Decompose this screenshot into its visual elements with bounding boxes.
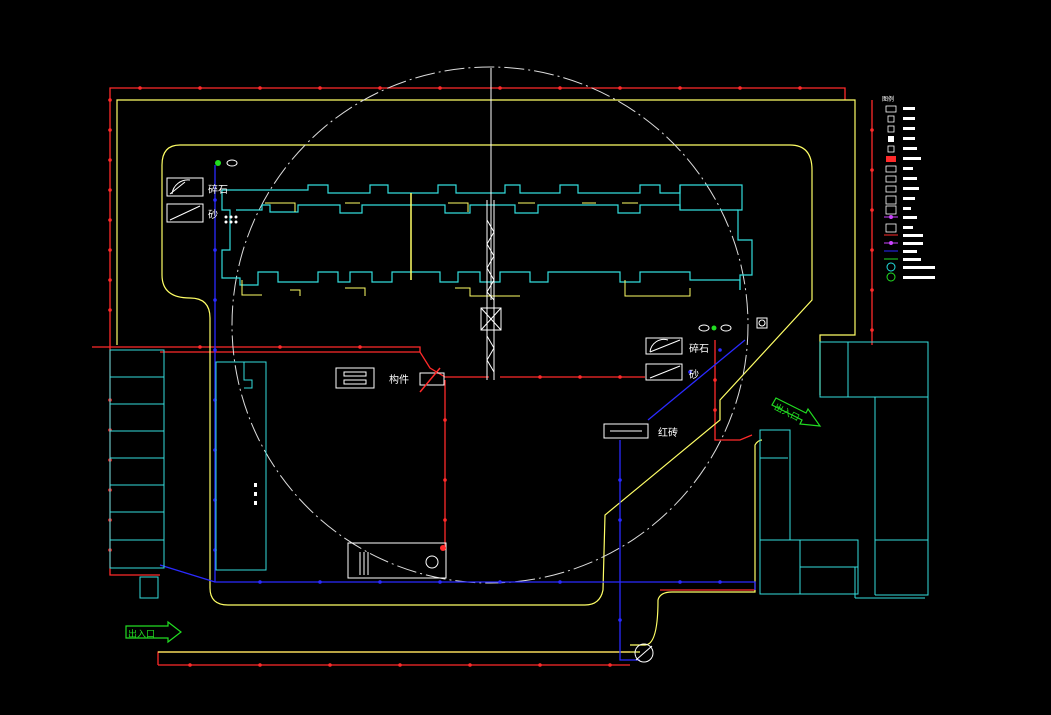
entrance-arrow-bottom <box>125 620 182 644</box>
tower-crane-radius <box>231 66 749 584</box>
concrete-mixer-point <box>440 545 446 551</box>
entrance-arrow-right <box>771 397 822 427</box>
left-dormitory-block <box>109 349 165 599</box>
crushed-stone-label-top: 碎石 <box>208 185 228 196</box>
power-switch-symbol <box>419 367 441 393</box>
fence-posts <box>108 86 874 667</box>
red-brick-label: 红砖 <box>658 428 678 439</box>
legend-title: 图例 <box>882 96 895 103</box>
steel-processing-shed <box>215 361 267 571</box>
components-label: 构件 <box>389 375 409 386</box>
tower-crane <box>480 68 502 380</box>
legend-panel <box>884 105 935 282</box>
right-office-block <box>759 341 929 599</box>
material-hatching <box>224 215 238 224</box>
hydrant-icons <box>226 159 732 332</box>
crushed-stone-label-right: 碎石 <box>689 344 709 355</box>
water-meter-well <box>634 643 654 663</box>
sand-label-right: 砂 <box>689 370 699 381</box>
sand-label-top: 砂 <box>208 210 218 221</box>
fire-hydrant-top <box>215 160 221 166</box>
entrance-exit-label-bottom: 出入口 <box>128 630 156 640</box>
shed-markers <box>254 483 257 505</box>
building-yellow-details <box>241 202 691 297</box>
water-supply-line <box>159 165 756 661</box>
water-valves <box>213 198 722 622</box>
material-yards <box>166 177 768 579</box>
main-building <box>221 184 753 290</box>
